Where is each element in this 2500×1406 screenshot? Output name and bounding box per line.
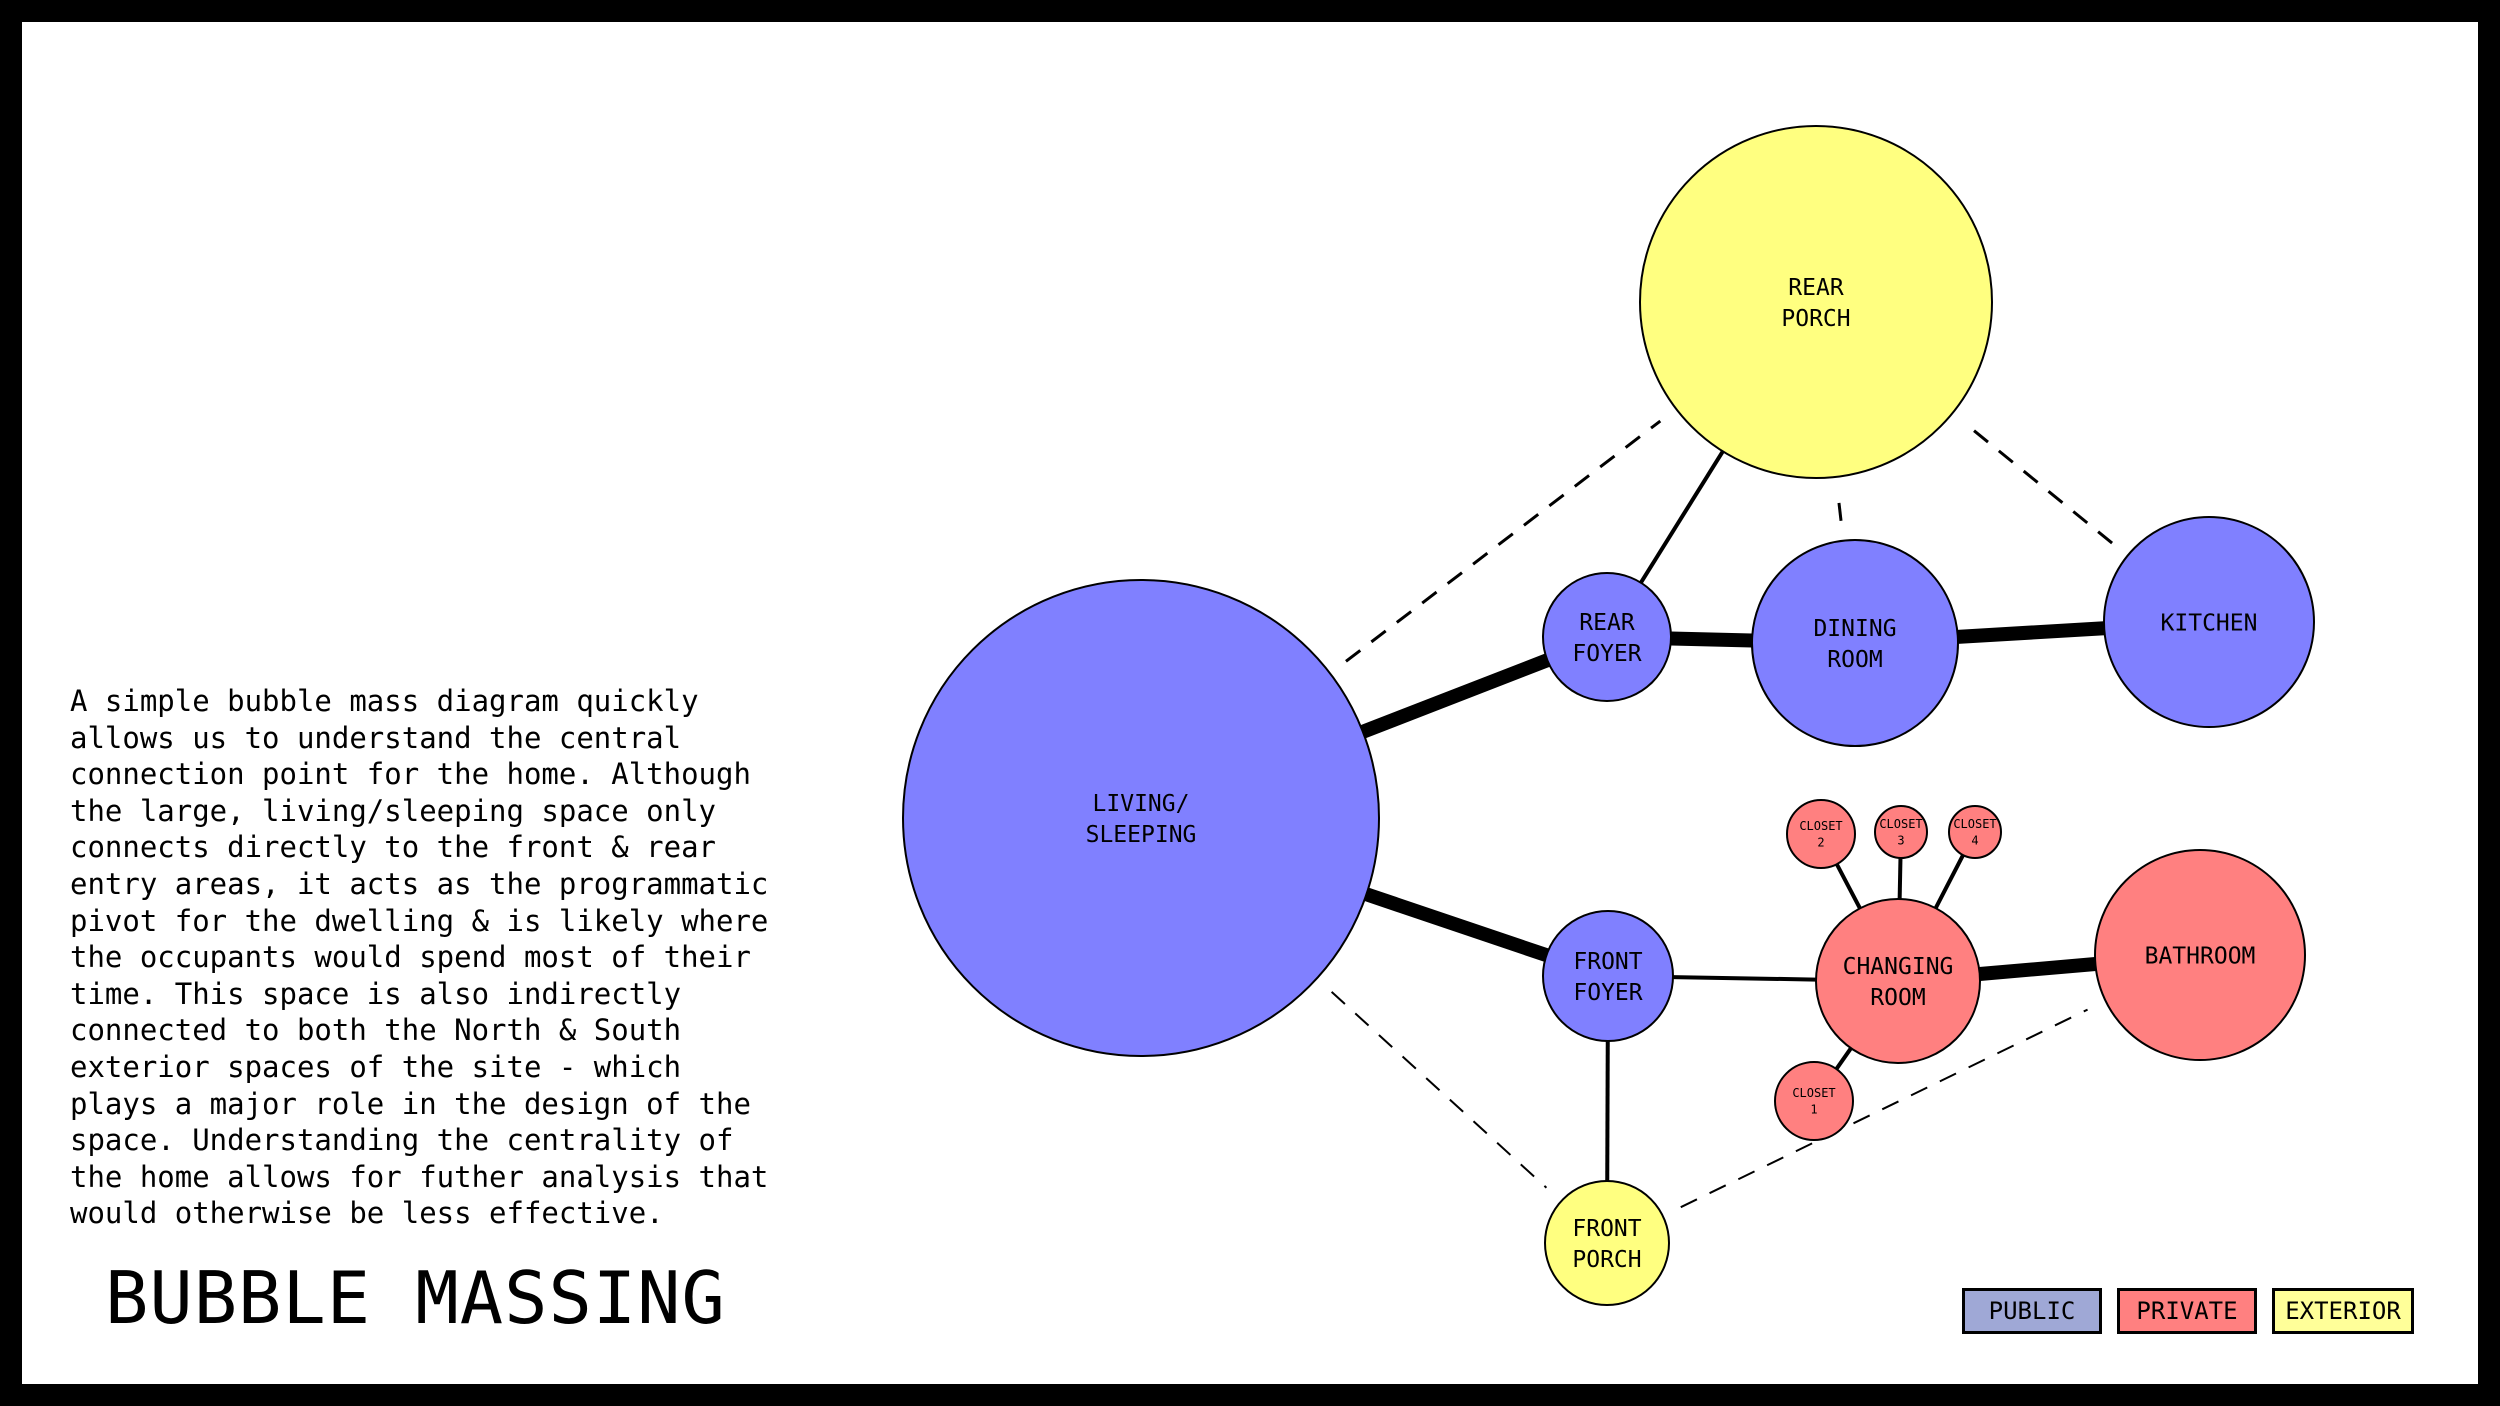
bubble-label-kitchen: KITCHEN	[2161, 610, 2258, 636]
bubble-closet-3: CLOSET 3	[1874, 805, 1928, 859]
bubble-circle-dining-room	[1751, 539, 1959, 747]
connection-living-sleeping-front-porch	[1330, 991, 1548, 1189]
bubble-label-living-sleeping: LIVING/	[1093, 791, 1190, 817]
bubble-label-dining-room: ROOM	[1827, 647, 1882, 673]
bubble-label-closet-3: CLOSET	[1879, 817, 1922, 831]
bubble-rear-foyer: REAR FOYER	[1542, 572, 1672, 702]
connections-layer	[1330, 419, 2114, 1209]
bubble-circle-front-porch	[1544, 1180, 1670, 1306]
connection-changing-room-bathroom	[1979, 957, 2096, 981]
bubble-circle-closet-3	[1874, 805, 1928, 859]
bubble-front-porch: FRONT PORCH	[1544, 1180, 1670, 1306]
bubble-label-living-sleeping: SLEEPING	[1086, 822, 1197, 848]
connection-rear-foyer-rear-porch	[1639, 450, 1725, 584]
connection-front-foyer-changing-room	[1672, 975, 1817, 982]
bubbles-layer: REAR PORCH LIVING/SLEEPING REAR FOYER DINING R…	[902, 125, 2315, 1306]
bubble-circle-kitchen	[2103, 516, 2315, 728]
bubble-living-sleeping: LIVING/SLEEPING	[902, 579, 1380, 1057]
bubble-circle-living-sleeping	[902, 579, 1380, 1057]
bubble-changing-room: CHANGING ROOM	[1815, 898, 1981, 1064]
bubble-label-rear-foyer: REAR	[1579, 610, 1635, 636]
bubble-circle-changing-room	[1815, 898, 1981, 1064]
connection-changing-room-closet-4	[1933, 854, 1965, 910]
connection-front-foyer-front-porch	[1605, 1040, 1610, 1182]
bubble-label-rear-porch: REAR	[1788, 275, 1844, 301]
bubble-closet-1: CLOSET 1	[1774, 1061, 1854, 1141]
connection-living-sleeping-front-foyer	[1364, 887, 1549, 962]
bubble-circle-closet-1	[1774, 1061, 1854, 1141]
bubble-label-front-foyer: FOYER	[1573, 980, 1642, 1006]
legend-exterior: EXTERIOR	[2272, 1288, 2414, 1334]
bubble-label-dining-room: DINING	[1813, 616, 1896, 642]
bubble-dining-room: DINING ROOM	[1751, 539, 1959, 747]
bubble-rear-porch: REAR PORCH	[1639, 125, 1993, 479]
page-title: BUBBLE MASSING	[105, 1256, 726, 1340]
bubble-bathroom: BATHROOM	[2094, 849, 2306, 1061]
connection-changing-room-closet-2	[1835, 863, 1862, 910]
bubble-circle-bathroom	[2094, 849, 2306, 1061]
description-text: A simple bubble mass diagram quickly all…	[70, 684, 769, 1231]
bubble-label-closet-4: 4	[1971, 833, 1978, 847]
bubble-circle-front-foyer	[1542, 910, 1674, 1042]
connection-changing-room-closet-1	[1834, 1047, 1853, 1071]
bubble-circle-closet-4	[1948, 805, 2002, 859]
bubble-label-bathroom: BATHROOM	[2145, 943, 2256, 969]
connection-dining-room-rear-porch	[1836, 496, 1843, 521]
bubble-label-closet-1: 1	[1810, 1102, 1817, 1116]
bubble-circle-rear-porch	[1639, 125, 1993, 479]
bubble-front-foyer: FRONT FOYER	[1542, 910, 1674, 1042]
bubble-label-closet-3: 3	[1897, 833, 1904, 847]
bubble-label-closet-4: CLOSET	[1953, 817, 1996, 831]
bubble-label-front-porch: FRONT	[1572, 1216, 1641, 1242]
connection-rear-foyer-dining-room	[1670, 631, 1753, 648]
connection-front-porch-bathroom	[1680, 1008, 2088, 1209]
bubble-circle-closet-2	[1786, 799, 1856, 869]
bubble-label-closet-2: 2	[1817, 835, 1824, 849]
bubble-closet-2: CLOSET 2	[1786, 799, 1856, 869]
bubble-label-closet-2: CLOSET	[1799, 819, 1842, 833]
bubble-label-changing-room: ROOM	[1870, 985, 1925, 1011]
connection-dining-room-kitchen	[1957, 621, 2105, 644]
bubble-label-front-porch: PORCH	[1572, 1247, 1641, 1273]
bubble-label-closet-1: CLOSET	[1792, 1086, 1835, 1100]
connection-kitchen-rear-porch	[1967, 424, 2114, 545]
bubble-label-rear-porch: PORCH	[1781, 306, 1850, 332]
connection-changing-room-closet-3	[1897, 857, 1903, 900]
connection-living-sleeping-rear-foyer	[1360, 653, 1550, 739]
bubble-kitchen: KITCHEN	[2103, 516, 2315, 728]
connection-living-sleeping-rear-porch	[1345, 419, 1662, 663]
bubble-label-rear-foyer: FOYER	[1572, 641, 1641, 667]
legend-private: PRIVATE	[2117, 1288, 2257, 1334]
legend-public: PUBLIC	[1962, 1288, 2102, 1334]
bubble-closet-4: CLOSET 4	[1948, 805, 2002, 859]
bubble-label-front-foyer: FRONT	[1573, 949, 1642, 975]
bubble-circle-rear-foyer	[1542, 572, 1672, 702]
bubble-label-changing-room: CHANGING	[1843, 954, 1954, 980]
